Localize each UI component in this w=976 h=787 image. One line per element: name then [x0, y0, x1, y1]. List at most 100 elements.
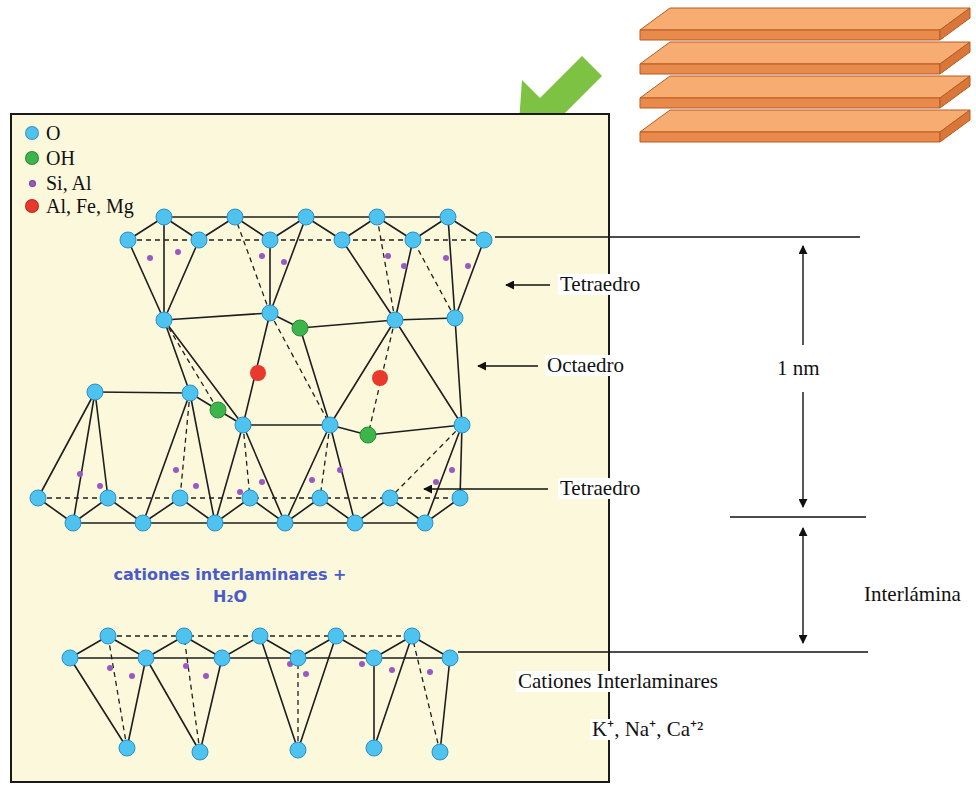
- si-al-atoms: [107, 665, 113, 671]
- dimension-lines: [730, 516, 866, 517]
- si-al-atoms: [203, 673, 209, 679]
- oxygen-atoms: [135, 515, 151, 531]
- oxygen-atoms: [328, 628, 344, 644]
- note-label: Cationes Interlaminares: [516, 671, 720, 692]
- plate: [640, 8, 970, 40]
- si-al-atoms: [175, 249, 181, 255]
- hidden-bond-lines: [108, 636, 440, 752]
- legend-entry: OH: [24, 148, 75, 168]
- oxygen-atoms: [120, 232, 136, 248]
- si-al-atoms: [309, 477, 315, 483]
- bond-lines: [95, 392, 462, 435]
- bond-lines: [73, 522, 425, 524]
- hidden-bond-lines: [235, 217, 455, 320]
- bond-lines: [70, 657, 450, 659]
- oxygen-atoms: [252, 628, 268, 644]
- si-al-atoms: [77, 249, 471, 679]
- oxygen-atoms: [442, 650, 458, 666]
- plate: [640, 98, 940, 108]
- si-al-atoms: [259, 253, 265, 259]
- oxygen-atoms: [214, 650, 230, 666]
- si-al-atoms: [193, 483, 199, 489]
- part-label: Octaedro: [545, 355, 626, 376]
- hydroxyl-atoms: [210, 402, 226, 418]
- hydroxyl-atoms: [210, 320, 376, 443]
- hydroxyl-atoms: [292, 320, 308, 336]
- pointer-arrows: [424, 488, 548, 489]
- oxygen-atoms: [156, 312, 172, 328]
- hidden-bond-lines: [180, 393, 462, 498]
- si-al-atoms: [465, 263, 471, 269]
- oxygen-atoms: [382, 490, 398, 506]
- si-al-atoms: [97, 483, 103, 489]
- oxygen-atoms: [227, 209, 243, 225]
- plate: [940, 8, 970, 40]
- plate: [640, 64, 940, 74]
- plate: [940, 110, 970, 142]
- legend-swatch-holder: [24, 126, 40, 140]
- legend-swatch-holder: [24, 180, 40, 187]
- si-al-atoms: [281, 259, 287, 265]
- pointer-arrows: [424, 285, 550, 489]
- bond-lines: [70, 636, 450, 752]
- plate: [940, 76, 970, 108]
- oxygen-atoms: [369, 209, 385, 225]
- legend-swatch: [29, 180, 36, 187]
- oxygen-atoms: [452, 490, 468, 506]
- si-al-atoms: [173, 467, 179, 473]
- oxygen-atoms: [334, 232, 350, 248]
- oxygen-atoms: [417, 515, 433, 531]
- hidden-bond-lines: [164, 313, 395, 435]
- dimension-label: 1 nm: [775, 358, 822, 379]
- si-al-atoms: [427, 669, 433, 675]
- dimension-lines: [802, 246, 803, 345]
- legend-text: OH: [46, 148, 75, 168]
- plate: [640, 110, 970, 142]
- oxygen-atoms: [454, 417, 470, 433]
- plate: [640, 132, 940, 142]
- legend-text: Al, Fe, Mg: [46, 196, 134, 216]
- si-al-atoms: [385, 253, 391, 259]
- plate: [640, 42, 970, 64]
- si-al-atoms: [389, 667, 395, 673]
- plate: [640, 110, 970, 132]
- oxygen-atoms: [182, 385, 198, 401]
- oxygen-atoms: [207, 515, 223, 531]
- plate: [640, 76, 970, 98]
- dimension-lines: [458, 651, 868, 652]
- oxygen-atoms: [30, 490, 46, 506]
- legend-text: Si, Al: [46, 173, 92, 193]
- stacked-plates: [640, 8, 970, 142]
- bond-lines: [128, 217, 484, 320]
- oxygen-atoms: [119, 740, 135, 756]
- legend-swatch-holder: [24, 151, 40, 165]
- oxygen-atoms: [404, 628, 420, 644]
- oxygen-atoms: [290, 650, 306, 666]
- oxygen-atoms: [87, 384, 103, 400]
- legend-swatch: [25, 151, 39, 165]
- oxygen-atoms: [312, 490, 328, 506]
- oxygen-atoms: [440, 209, 456, 225]
- plate: [640, 8, 970, 30]
- legend-swatch: [25, 199, 39, 213]
- legend-entry: Si, Al: [24, 173, 92, 193]
- oxygen-atoms: [242, 490, 258, 506]
- oxygen-atoms: [172, 490, 188, 506]
- oxygen-atoms: [62, 650, 78, 666]
- part-label: Tetraedro: [558, 478, 642, 499]
- si-al-atoms: [237, 489, 243, 495]
- octahedral-cations: [372, 370, 388, 386]
- dimension-lines: [495, 236, 860, 237]
- pointer-arrows: [506, 284, 550, 285]
- oxygen-atoms: [290, 742, 306, 758]
- oxygen-atoms: [100, 628, 116, 644]
- legend-swatch-holder: [24, 199, 40, 213]
- oxygen-atoms: [30, 209, 492, 760]
- pointer-arrows: [478, 365, 538, 366]
- oxygen-atoms: [347, 515, 363, 531]
- si-al-atoms: [77, 471, 83, 477]
- oxygen-atoms: [447, 310, 463, 326]
